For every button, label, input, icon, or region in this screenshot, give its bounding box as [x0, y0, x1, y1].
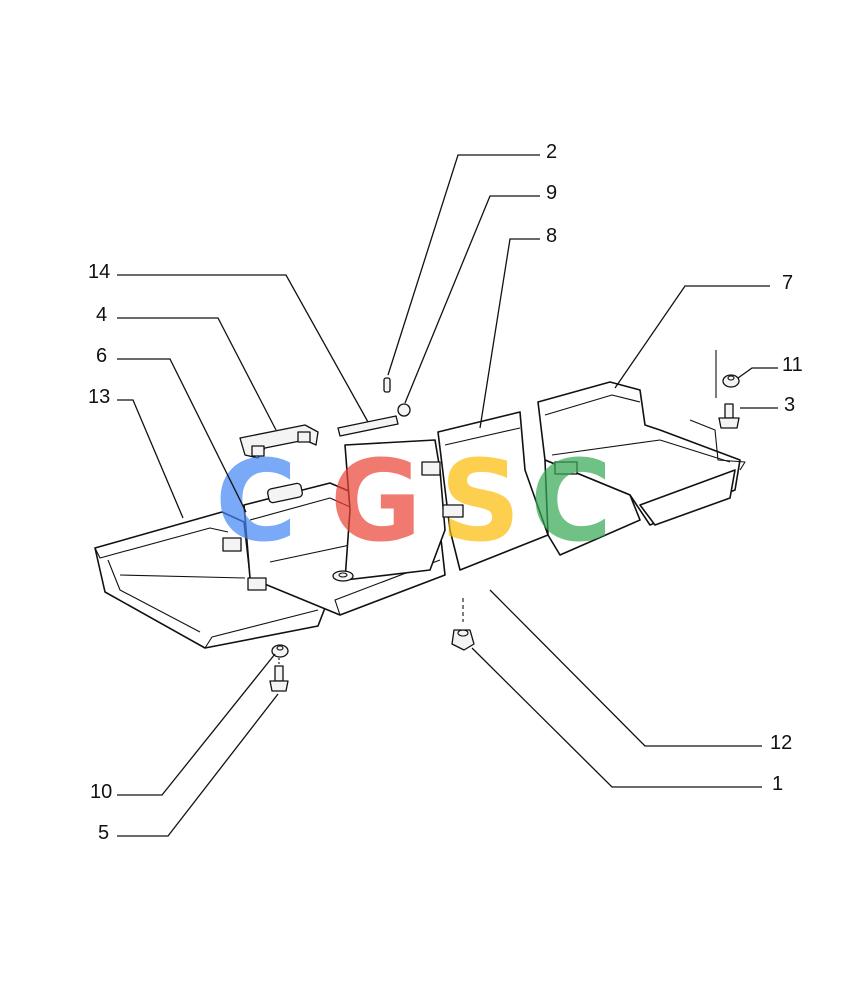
leader-7 [614, 285, 770, 389]
callout-label: 3 [784, 394, 795, 416]
bushing-part-6 [267, 482, 303, 504]
leader-lines [117, 154, 778, 837]
callout-label: 2 [546, 141, 557, 163]
callout-label: 13 [88, 386, 110, 408]
bumpers [222, 461, 578, 591]
nut-part-11 [722, 374, 740, 388]
leader-9 [404, 195, 540, 404]
leader-6 [117, 358, 247, 513]
callout-label: 5 [98, 822, 109, 844]
callout-label: 8 [546, 225, 557, 247]
callout-label: 11 [782, 354, 803, 376]
leader-14 [117, 274, 369, 423]
leader-5 [117, 693, 279, 837]
leader-12 [489, 589, 762, 747]
leader-10 [117, 653, 276, 796]
pin-part-14 [337, 415, 399, 437]
leader-13 [117, 399, 184, 519]
watermark-letter-c-2: C [530, 437, 612, 567]
leader-8 [479, 238, 540, 429]
callout-label: 7 [782, 272, 793, 294]
bolt-part-5 [269, 665, 289, 692]
leader-2 [387, 154, 540, 376]
watermark-letter-g: G [330, 437, 422, 567]
callout-label: 10 [90, 781, 112, 803]
leader-11 [737, 367, 778, 379]
callout-labels: 2 9 8 14 7 4 6 11 13 3 12 1 10 5 [88, 141, 803, 844]
watermark-letter-s: S [440, 437, 521, 567]
nut-part-10 [271, 644, 289, 658]
callout-label: 4 [96, 304, 107, 326]
callout-label: 6 [96, 345, 107, 367]
bolt-part-3 [718, 403, 740, 429]
bracket-part-4 [239, 424, 319, 459]
underbody-guard [94, 381, 746, 649]
pin-part-2 [383, 377, 391, 393]
callout-label: 9 [546, 182, 557, 204]
leader-1 [471, 647, 762, 788]
callout-label: 1 [772, 773, 783, 795]
nut-part-1 [451, 598, 475, 651]
callout-label: 14 [88, 261, 110, 283]
watermark-letter-c: C [215, 437, 297, 567]
callout-label: 12 [770, 732, 792, 754]
leader-4 [117, 317, 277, 431]
nut-part-9 [397, 403, 411, 417]
watermark: C G S C [215, 437, 612, 567]
